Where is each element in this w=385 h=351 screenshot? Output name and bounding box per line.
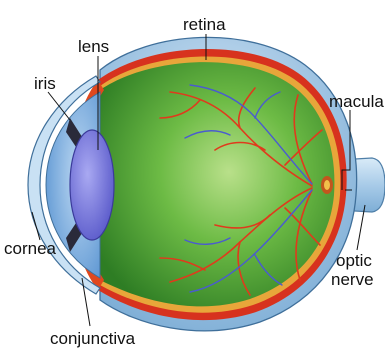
label-conjunctiva: conjunctiva <box>50 330 135 347</box>
label-optic-nerve-line2: nerve <box>331 271 374 288</box>
label-macula: macula <box>329 93 384 110</box>
macula <box>321 176 333 194</box>
label-lens: lens <box>78 38 109 55</box>
label-cornea: cornea <box>4 240 56 257</box>
label-retina: retina <box>183 16 226 33</box>
label-iris: iris <box>34 75 56 92</box>
lens <box>70 130 114 240</box>
label-optic-nerve-line1: optic <box>336 252 372 269</box>
